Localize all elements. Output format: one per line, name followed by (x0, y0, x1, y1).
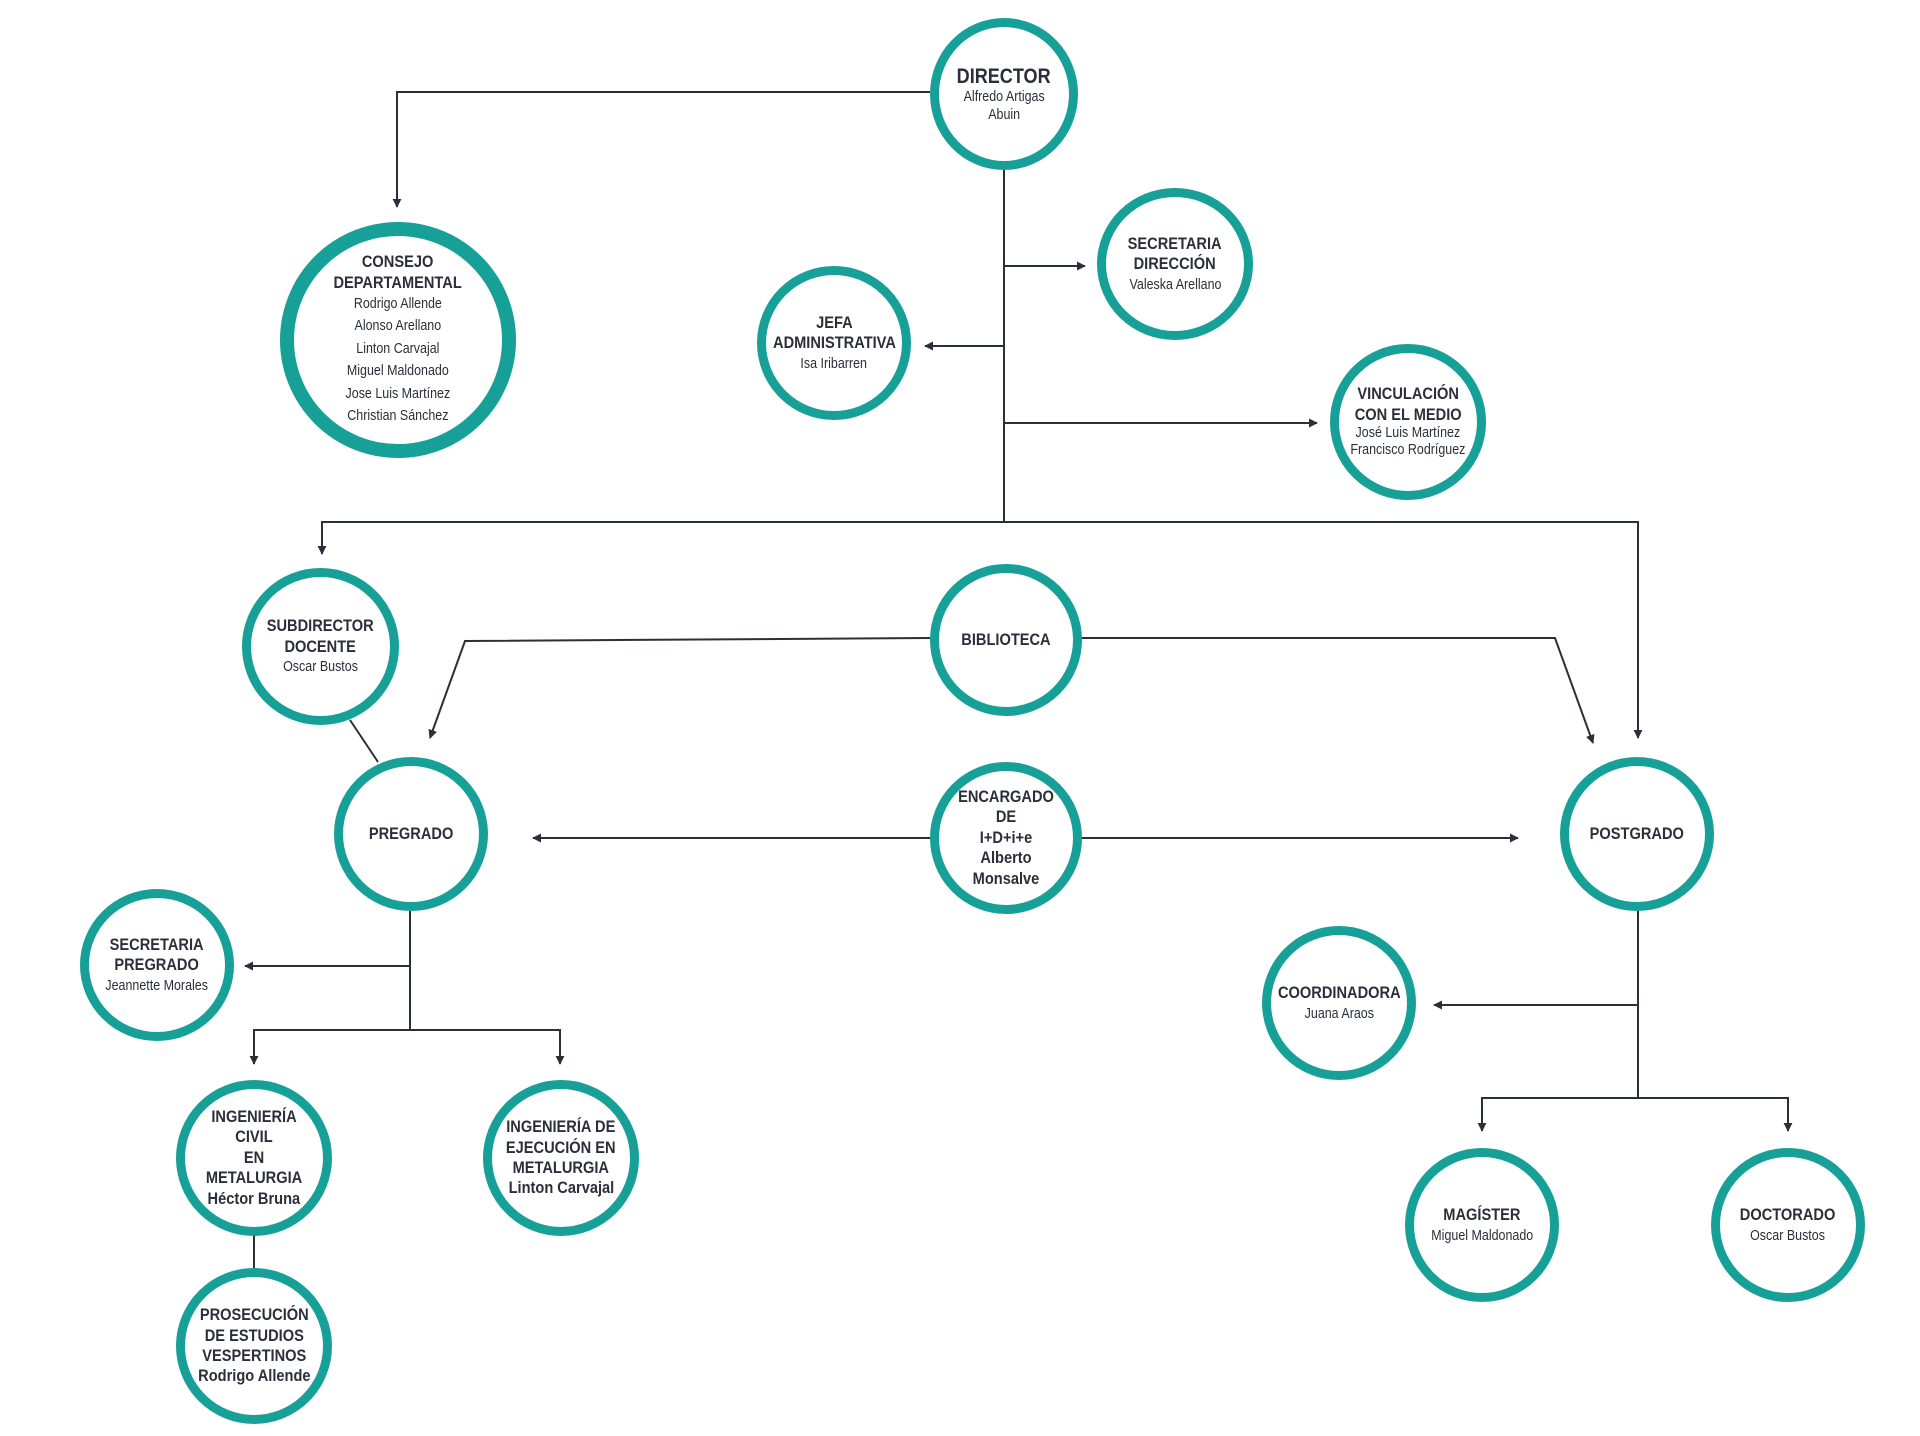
connector-magister (1477, 1097, 1638, 1132)
coordinadora-title: COORDINADORA (1277, 983, 1401, 1003)
connector-director-consejo (392, 91, 930, 208)
pregrado-title: PREGRADO (368, 823, 454, 843)
node-encargado: ENCARGADO DE I+D+i+e Alberto Monsalve (930, 762, 1082, 914)
doctorado-people: Oscar Bustos (1750, 1227, 1826, 1244)
node-vinculacion: VINCULACIÓN CON EL MEDIO José Luis Martí… (1330, 344, 1486, 500)
prosecucion-title: PROSECUCIÓN DE ESTUDIOS VESPERTINOS (199, 1305, 309, 1365)
consejo-people: Rodrigo Allende Alonso Arellano Linton C… (345, 295, 451, 425)
connector-doctorado (1638, 1097, 1793, 1132)
connector-subdirector-pregrado (349, 719, 379, 763)
ing-ejecucion-title: INGENIERÍA DE EJECUCIÓN EN METALURGIA (506, 1117, 616, 1177)
director-title: DIRECTOR (956, 65, 1051, 89)
doctorado-title: DOCTORADO (1740, 1205, 1836, 1225)
node-postgrado: POSTGRADO (1560, 757, 1714, 911)
node-secretaria-pregrado: SECRETARIA PREGRADO Jeannette Morales (80, 889, 234, 1041)
node-biblioteca: BIBLIOTECA (930, 564, 1082, 716)
connector-ing-ejecucion (410, 1029, 565, 1065)
node-prosecucion: PROSECUCIÓN DE ESTUDIOS VESPERTINOS Rodr… (176, 1268, 332, 1424)
secretaria-pregrado-people: Jeannette Morales (105, 977, 209, 994)
ing-ejecucion-people: Linton Carvajal (508, 1178, 614, 1198)
biblioteca-title: BIBLIOTECA (961, 629, 1051, 649)
node-subdirector-docente: SUBDIRECTOR DOCENTE Oscar Bustos (242, 568, 399, 725)
node-doctorado: DOCTORADO Oscar Bustos (1711, 1148, 1865, 1302)
director-people: Alfredo Artigas Abuin (963, 89, 1045, 123)
secretaria-direccion-title: SECRETARIA DIRECCIÓN (1128, 233, 1222, 274)
magister-people: Miguel Maldonado (1431, 1227, 1533, 1244)
postgrado-title: POSTGRADO (1589, 823, 1685, 843)
subdirector-docente-title: SUBDIRECTOR DOCENTE (267, 616, 374, 656)
connector-postgrado-main (1004, 521, 1643, 739)
node-coordinadora: COORDINADORA Juana Araos (1262, 926, 1416, 1080)
connector-biblioteca-postgrado (1082, 637, 1595, 744)
prosecucion-people: Rodrigo Allende (197, 1366, 311, 1386)
node-ing-civil: INGENIERÍA CIVIL EN METALURGIA Héctor Br… (176, 1080, 332, 1236)
node-pregrado: PREGRADO (334, 757, 488, 911)
secretaria-pregrado-title: SECRETARIA PREGRADO (110, 934, 204, 975)
connector-subdirector (317, 521, 1004, 555)
node-ing-ejecucion: INGENIERÍA DE EJECUCIÓN EN METALURGIA Li… (483, 1080, 639, 1236)
subdirector-docente-people: Oscar Bustos (283, 659, 358, 676)
node-consejo: CONSEJO DEPARTAMENTAL Rodrigo Allende Al… (280, 222, 516, 458)
secretaria-direccion-people: Valeska Arellano (1129, 276, 1221, 293)
ing-civil-people: Héctor Bruna (207, 1188, 301, 1208)
jefa-administrativa-title: JEFA ADMINISTRATIVA (772, 312, 896, 353)
encargado-people: Alberto Monsalve (972, 848, 1040, 888)
node-secretaria-direccion: SECRETARIA DIRECCIÓN Valeska Arellano (1097, 188, 1253, 340)
vinculacion-title: VINCULACIÓN CON EL MEDIO (1354, 384, 1462, 424)
node-jefa-administrativa: JEFA ADMINISTRATIVA Isa Iribarren (757, 266, 911, 420)
vinculacion-people: José Luis Martínez Francisco Rodríguez (1350, 425, 1466, 459)
ing-civil-title: INGENIERÍA CIVIL EN METALURGIA (205, 1107, 303, 1188)
connector-biblioteca-pregrado (428, 637, 931, 739)
jefa-administrativa-people: Isa Iribarren (800, 355, 868, 372)
connector-ing-civil (249, 1029, 410, 1065)
encargado-title: ENCARGADO DE I+D+i+e (958, 787, 1054, 847)
magister-title: MAGÍSTER (1443, 1205, 1521, 1225)
coordinadora-people: Juana Araos (1304, 1005, 1374, 1022)
node-magister: MAGÍSTER Miguel Maldonado (1405, 1148, 1559, 1302)
consejo-title: CONSEJO DEPARTAMENTAL (333, 252, 463, 292)
node-director: DIRECTOR Alfredo Artigas Abuin (930, 18, 1078, 170)
